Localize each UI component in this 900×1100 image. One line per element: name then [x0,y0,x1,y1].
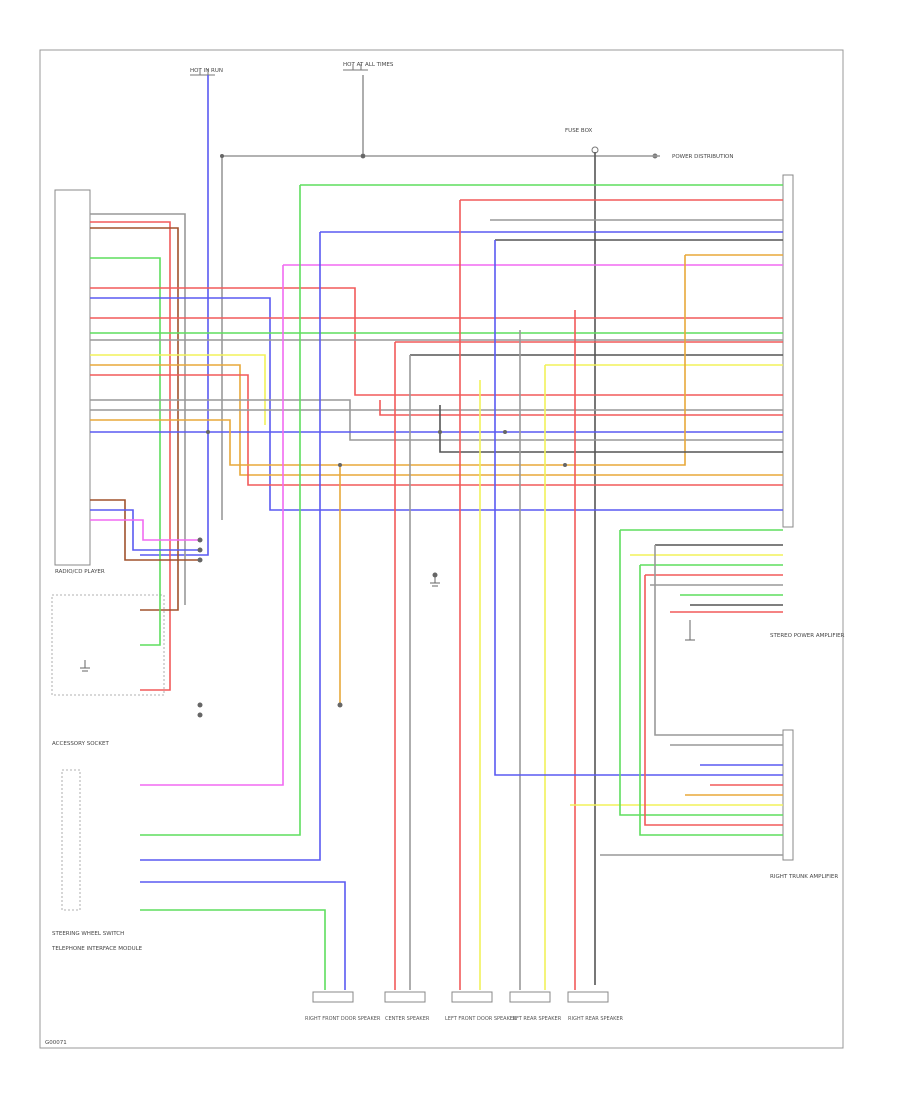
speaker-center: CENTER SPEAKER [384,991,430,1022]
amplifier-1: STEREO POWER AMPLIFIER [770,174,845,639]
speaker-right-front-label: RIGHT FRONT DOOR SPEAKER [305,1016,381,1022]
radio-module-label: RADIO/CD PLAYER [55,569,105,575]
hot-times-label: HOT AT ALL TIMES [343,62,394,68]
speaker-left-rear-label: LEFT REAR SPEAKER [510,1016,562,1022]
fuse-symbols [190,64,658,159]
speaker-left-front-label: LEFT FRONT DOOR SPEAKER [445,1016,517,1022]
splice-points [197,154,567,718]
page-label: G00071 [45,1040,67,1046]
amplifier-1-label: STEREO POWER AMPLIFIER [770,633,845,639]
diagram-frame [39,49,844,1049]
fuse-box-label: FUSE BOX [565,128,593,134]
speaker-left-rear: LEFT REAR SPEAKER [509,991,562,1022]
accessory-socket: ACCESSORY SOCKET [51,594,165,747]
ground-symbols [80,575,695,672]
telephone-module-label: TELEPHONE INTERFACE MODULE [51,946,143,952]
steering-switch-label: STEERING WHEEL SWITCH [52,931,124,937]
amplifier-2-label: RIGHT TRUNK AMPLIFIER [770,874,838,880]
speaker-right-rear: RIGHT REAR SPEAKER [567,991,624,1022]
wires [90,75,783,990]
speaker-left-front: LEFT FRONT DOOR SPEAKER [445,991,517,1022]
steering-switch: STEERING WHEEL SWITCH [52,931,124,937]
power-distribution-label: POWER DISTRIBUTION [672,154,734,160]
speaker-group: RIGHT FRONT DOOR SPEAKER CENTER SPEAKER … [305,991,624,1022]
telephone-module: TELEPHONE INTERFACE MODULE [51,769,143,952]
hot-run-label: HOT IN RUN [190,68,223,74]
speaker-right-rear-label: RIGHT REAR SPEAKER [568,1016,624,1022]
speaker-center-label: CENTER SPEAKER [385,1016,430,1022]
accessory-socket-label: ACCESSORY SOCKET [52,741,109,747]
speaker-right-front: RIGHT FRONT DOOR SPEAKER [305,991,381,1022]
radio-module: RADIO/CD PLAYER [54,189,105,575]
